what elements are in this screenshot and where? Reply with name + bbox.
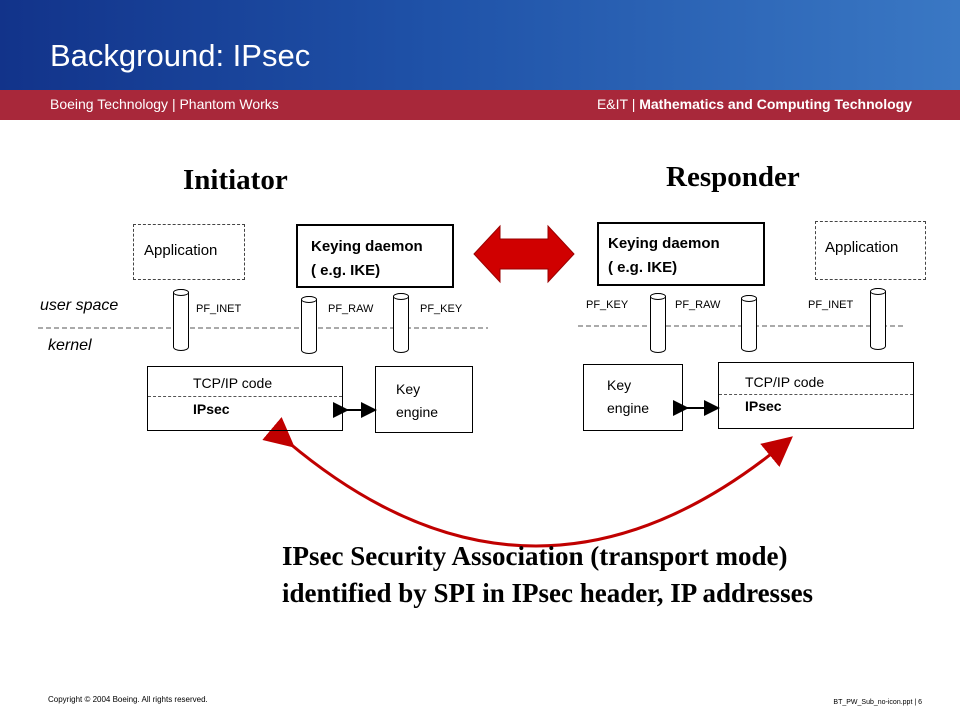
initiator-pf-inet-socket [173, 289, 189, 351]
responder-keying-line1: Keying daemon [608, 235, 720, 252]
copyright-text: Copyright © 2004 Boeing. All rights rese… [48, 695, 208, 704]
initiator-key-engine-line1: Key [396, 381, 421, 397]
dept-prefix: E&IT | [596, 96, 640, 112]
responder-application-label: Application [825, 239, 899, 256]
initiator-keying-line2: ( e.g. IKE) [311, 262, 381, 279]
initiator-tcpip-divider [148, 396, 342, 397]
initiator-pf-raw-socket [301, 296, 317, 354]
header-banner [0, 0, 960, 90]
security-association-arrow [262, 417, 793, 548]
org-subtitle: Boeing Technology | Phantom Works [50, 96, 279, 112]
initiator-keying-line1: Keying daemon [311, 238, 423, 255]
responder-application-box [815, 221, 926, 280]
responder-key-engine-box [583, 364, 683, 431]
initiator-key-engine-box [375, 366, 473, 433]
responder-pf-raw-label: PF_RAW [675, 299, 721, 311]
dept-name: Mathematics and Computing Technology [639, 96, 912, 112]
responder-pf-key-socket [650, 293, 666, 353]
initiator-key-engine-line2: engine [396, 404, 439, 420]
responder-tcpip-divider [719, 394, 913, 395]
responder-key-engine-line2: engine [607, 400, 650, 416]
responder-key-engine-line1: Key [607, 377, 632, 393]
initiator-pf-key-label: PF_KEY [420, 303, 463, 315]
initiator-pf-raw-label: PF_RAW [328, 303, 374, 315]
subtitle-band [0, 90, 960, 120]
responder-ipsec-label: IPsec [745, 398, 782, 414]
initiator-pf-inet-label: PF_INET [196, 303, 242, 315]
initiator-ipsec-label: IPsec [193, 401, 230, 417]
sa-caption-line1: IPsec Security Association (transport mo… [282, 541, 788, 571]
responder-pf-key-label: PF_KEY [586, 299, 629, 311]
responder-pf-raw-socket [741, 295, 757, 352]
initiator-application-label: Application [144, 242, 218, 259]
dept-subtitle: E&IT | Mathematics and Computing Technol… [597, 96, 912, 112]
initiator-application-box [133, 224, 245, 280]
kernel-label: kernel [48, 337, 92, 354]
responder-pf-inet-label: PF_INET [808, 299, 854, 311]
responder-tcpip-label: TCP/IP code [745, 374, 825, 390]
initiator-tcpip-box [147, 366, 343, 431]
responder-pf-inet-socket [870, 288, 886, 350]
sa-caption-line2: identified by SPI in IPsec header, IP ad… [282, 578, 814, 608]
responder-keying-line2: ( e.g. IKE) [608, 259, 678, 276]
initiator-pf-key-socket [393, 293, 409, 353]
user-space-label: user space [40, 297, 119, 314]
responder-heading: Responder [666, 161, 800, 193]
responder-keying-daemon-box [597, 222, 765, 286]
initiator-heading: Initiator [183, 164, 288, 196]
ike-exchange-arrow [473, 224, 575, 284]
initiator-keying-daemon-box [296, 224, 454, 288]
file-page-text: BT_PW_Sub_no-icon.ppt | 6 [833, 699, 922, 706]
responder-tcpip-box [718, 362, 914, 429]
slide-title: Background: IPsec [50, 38, 311, 73]
initiator-tcpip-label: TCP/IP code [193, 375, 273, 391]
